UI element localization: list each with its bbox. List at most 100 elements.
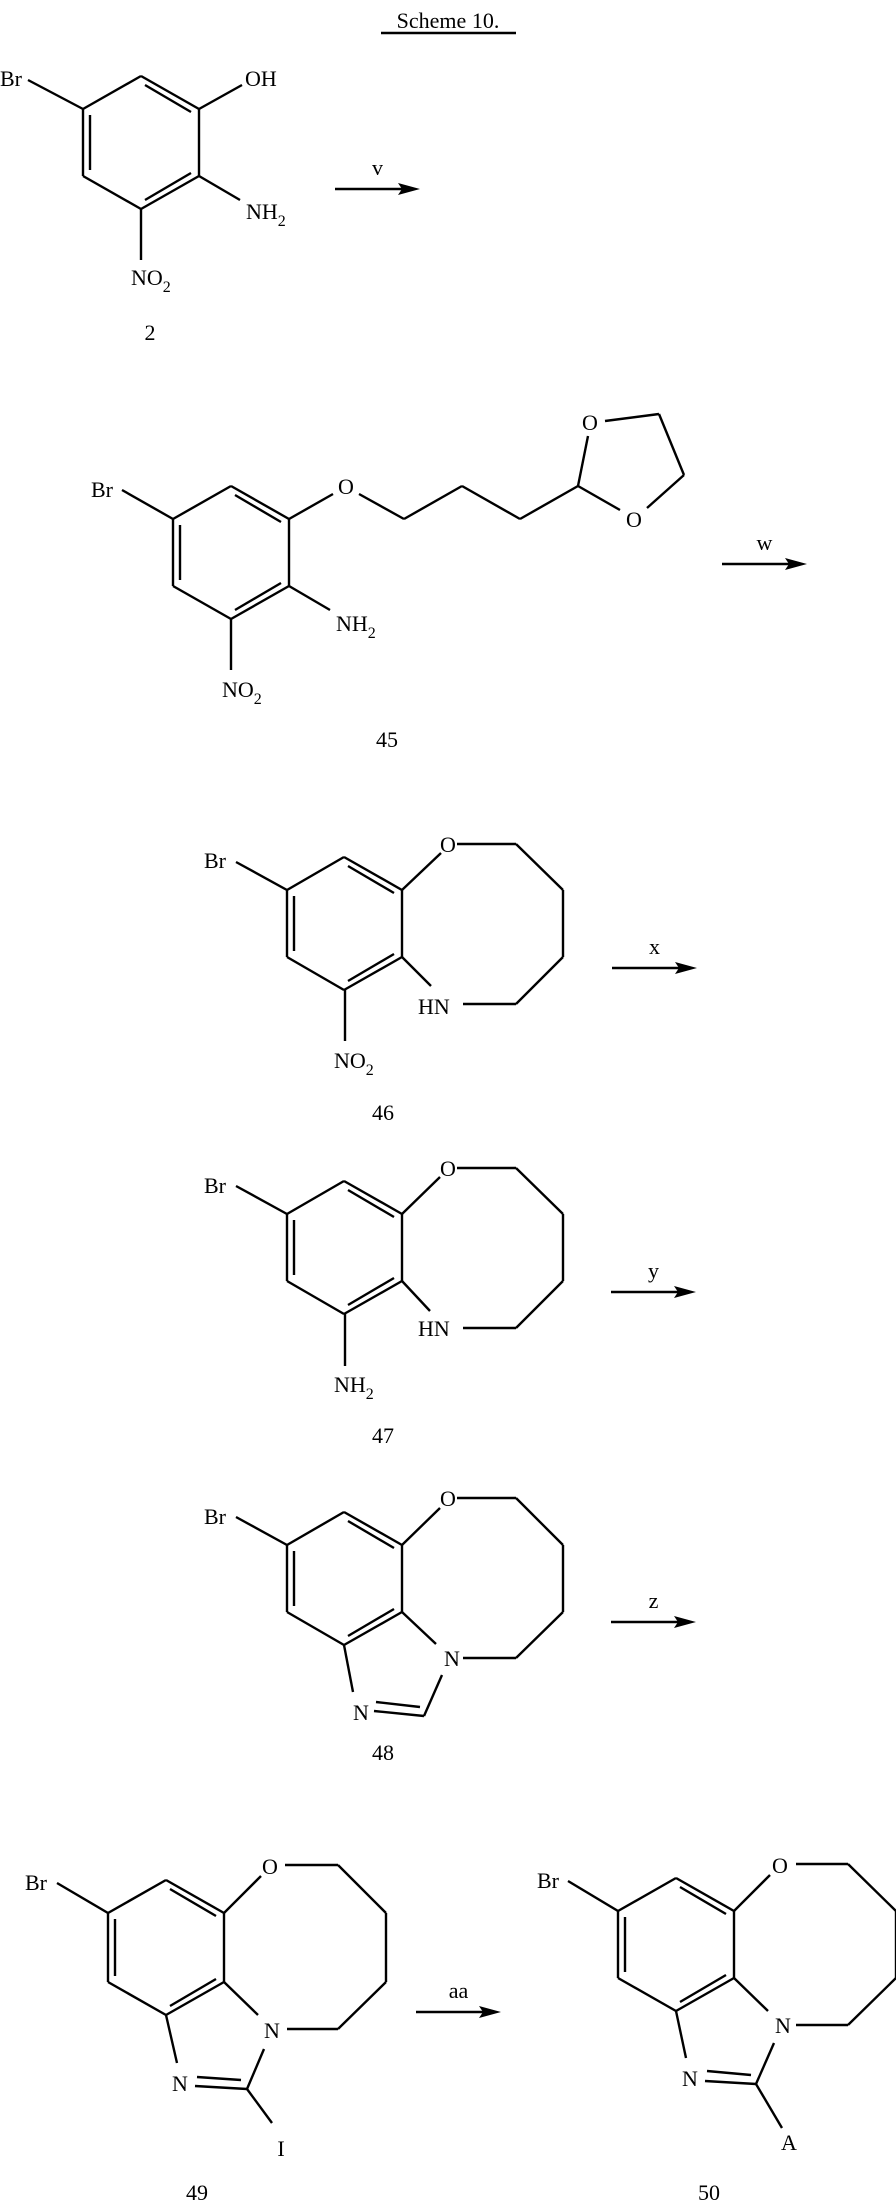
bond	[82, 174, 142, 211]
arrow-head-icon	[785, 558, 807, 570]
bond	[576, 435, 590, 487]
bond	[733, 1874, 771, 1912]
atom-label: N	[353, 1700, 369, 1725]
atom-label: N	[172, 2071, 188, 2096]
atom-label: NO2	[222, 677, 262, 708]
bond	[347, 952, 395, 983]
bond-lines	[235, 1496, 565, 1718]
reaction-arrow-z: z	[611, 1588, 696, 1628]
atom-symbol: N	[444, 1646, 460, 1671]
atom-label: Br	[25, 1870, 48, 1895]
compound-number: 46	[372, 1100, 394, 1125]
atom-subscript: 2	[368, 625, 376, 642]
bond	[343, 955, 403, 992]
atom-label: O	[626, 507, 642, 532]
atom-label: Br	[204, 1173, 227, 1198]
atom-symbol: OH	[245, 66, 277, 91]
atom-symbol: NH	[336, 611, 368, 636]
bond	[107, 1878, 167, 1915]
bond	[245, 2048, 266, 2090]
atom-label: Br	[0, 66, 23, 91]
bond	[519, 484, 579, 521]
bond	[401, 956, 432, 987]
atom-label: N	[682, 2066, 698, 2091]
atom-symbol: N	[172, 2071, 188, 2096]
atom-symbol: NO	[334, 1048, 366, 1073]
bond	[358, 492, 405, 521]
bond	[657, 413, 686, 476]
atom-symbol: NH	[246, 199, 278, 224]
arrow-head-icon	[398, 183, 420, 195]
bond	[164, 2014, 179, 2064]
bond	[401, 852, 442, 891]
bond	[679, 1885, 727, 1916]
bond	[165, 1980, 225, 2017]
bond	[679, 1973, 727, 2004]
bond	[172, 484, 232, 521]
bond	[230, 484, 290, 521]
atom-symbol: O	[440, 1486, 456, 1511]
bond-lines	[567, 1862, 896, 2129]
bond	[235, 1184, 288, 1216]
atom-label: N	[775, 2013, 791, 2038]
compound-number: 47	[372, 1423, 394, 1448]
bond	[704, 2079, 757, 2086]
bond	[754, 2083, 784, 2129]
bond	[198, 83, 243, 111]
bond	[847, 1863, 896, 1912]
bond	[140, 74, 200, 111]
atom-label: HN	[418, 1316, 450, 1341]
bond	[617, 1976, 677, 2013]
bond	[577, 484, 621, 512]
bond	[165, 1878, 225, 1915]
atom-symbol: I	[277, 2136, 284, 2161]
atom-label: Br	[204, 1504, 227, 1529]
bond	[196, 2075, 242, 2082]
atom-label: O	[338, 474, 354, 499]
bond	[347, 1607, 395, 1638]
atom-symbol: N	[775, 2013, 791, 2038]
bond-lines	[27, 74, 243, 260]
atom-subscript: 2	[278, 213, 286, 230]
bond	[347, 864, 395, 895]
bond	[754, 2042, 776, 2085]
arrow-head-icon	[674, 1286, 696, 1298]
bond	[343, 1610, 403, 1647]
bond	[286, 1610, 345, 1647]
reagent-label: x	[649, 934, 660, 959]
bond	[286, 955, 345, 992]
bond	[403, 484, 463, 521]
bond	[286, 855, 345, 892]
atom-subscript: 2	[366, 1062, 374, 1079]
bond	[515, 1280, 564, 1329]
atom-symbol: N	[353, 1700, 369, 1725]
atom-symbol: HN	[418, 1316, 450, 1341]
bond	[343, 1510, 403, 1547]
atom-label: O	[772, 1853, 788, 1878]
atom-symbol: N	[264, 2018, 280, 2043]
arrow-head-icon	[675, 962, 697, 974]
atom-subscript: 2	[254, 691, 262, 708]
reaction-arrow-v: v	[335, 155, 420, 195]
bond	[515, 956, 564, 1005]
bond	[401, 1280, 431, 1312]
atom-symbol: Br	[537, 1868, 560, 1893]
bond	[169, 1887, 217, 1918]
bond	[223, 1875, 262, 1914]
atom-subscript: 2	[366, 1386, 374, 1403]
bond	[56, 1881, 109, 1915]
arrow-head-icon	[479, 2006, 501, 2018]
atom-symbol: O	[440, 832, 456, 857]
atom-symbol: NH	[334, 1372, 366, 1397]
bond	[401, 1176, 441, 1215]
compound-number: 45	[376, 727, 398, 752]
atom-symbol: O	[626, 507, 642, 532]
bond-lines	[56, 1863, 388, 2124]
bond	[288, 492, 334, 521]
bond	[401, 1611, 437, 1645]
atom-label: O	[262, 1854, 278, 1879]
bond	[235, 1515, 288, 1547]
